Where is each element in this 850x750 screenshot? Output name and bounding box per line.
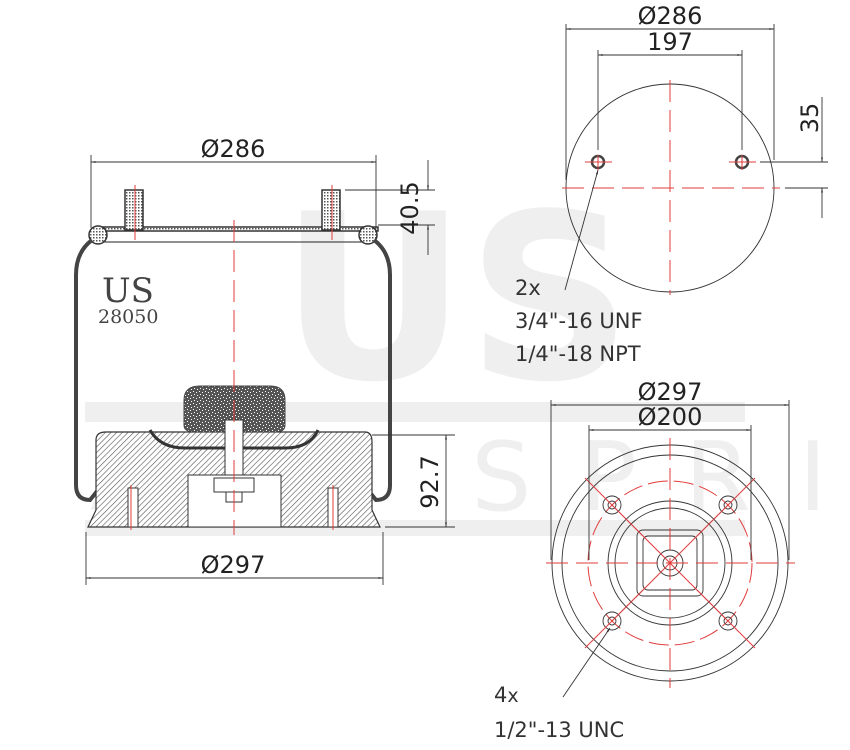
brand-label: US [102,271,154,311]
dim-stud-height: 40.5 [396,181,424,234]
callout-bottom-count: 4x [494,683,519,707]
bolt-hole-bottom-left [602,611,622,631]
bellows-left-wall [74,238,100,503]
callout-top-thread-1: 3/4"-16 UNF [515,309,643,333]
part-number-label: 28050 [98,306,158,328]
bottom-view-diag-2 [584,477,756,649]
dim-top-view-diameter: Ø286 [638,2,703,30]
bottom-view-dimensions: Ø297 Ø200 [550,378,790,698]
dim-top-diameter: Ø286 [201,135,266,163]
bottom-view [546,438,795,688]
bead-roll-left [88,225,108,245]
stud-right [321,189,341,231]
dim-piston-height: 92.7 [416,455,444,508]
bolt-hole-bottom-right [718,611,738,631]
dim-bottom-diameter: Ø297 [201,551,266,579]
top-view-leader [564,169,599,291]
side-view: US 28050 [74,185,392,535]
bolt-circle [587,480,753,646]
stud-left [124,189,144,231]
bolt-hole-top-left [602,495,622,515]
callout-bottom-thread: 1/2"-13 UNC [494,718,624,742]
top-view [562,80,780,295]
bottom-view-leader [562,627,611,698]
bottom-view-callout: 4x 1/2"-13 UNC [494,683,624,742]
watermark-registered-mark: ® [540,201,574,241]
top-view-callout: 2x 3/4"-16 UNF 1/4"-18 NPT [515,276,643,366]
dim-bolt-circle: Ø200 [638,403,703,431]
callout-top-count: 2x [515,276,541,300]
top-view-dimensions: Ø286 197 35 [564,2,828,291]
bead-roll-right [358,225,378,245]
dim-stud-spacing: 197 [647,28,693,56]
dim-stud-offset: 35 [796,103,824,134]
side-view-dimensions: Ø286 40.5 92.7 Ø297 [85,135,455,585]
bellows-right-wall [366,238,392,503]
bolt-hole-top-right [718,495,738,515]
piston-insert-left [127,487,139,528]
dim-bottom-view-diameter: Ø297 [638,378,703,406]
callout-top-thread-2: 1/4"-18 NPT [515,342,641,366]
